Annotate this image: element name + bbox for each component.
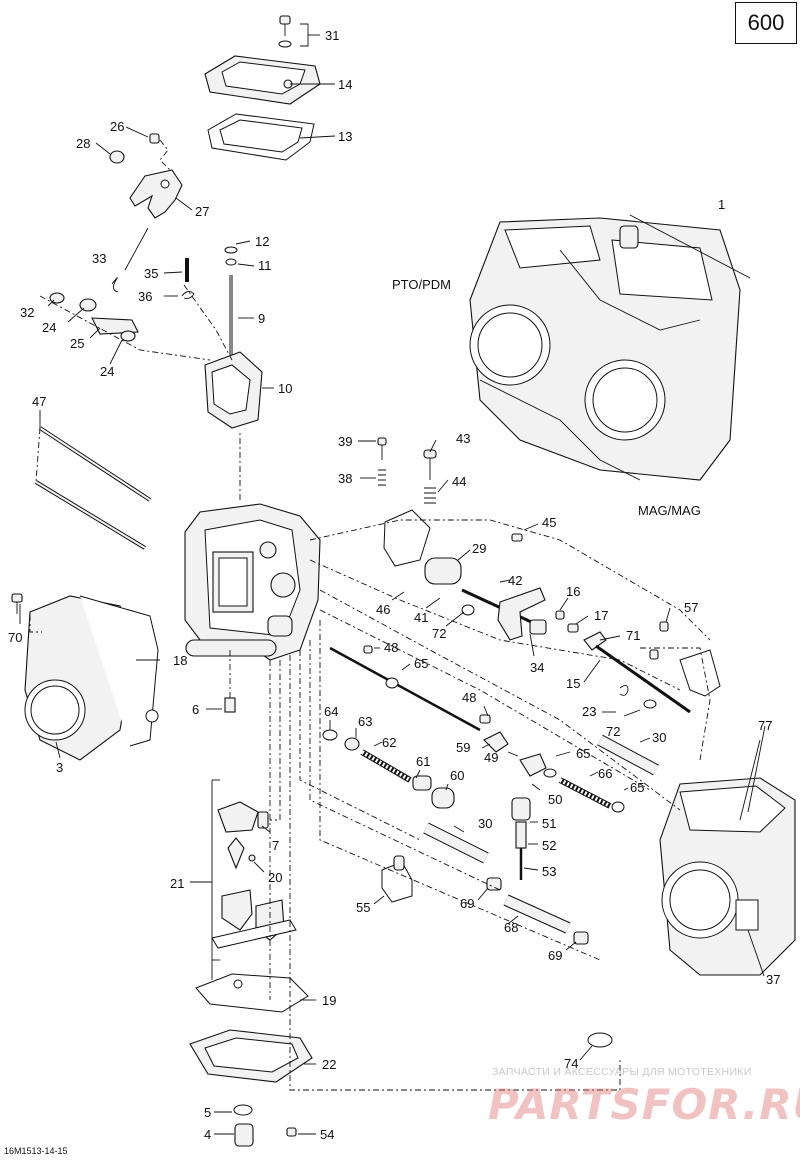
callout-51: 51: [542, 816, 556, 831]
callout-45: 45: [542, 515, 556, 530]
callout-18: 18: [173, 653, 187, 668]
callout-3: 3: [56, 760, 63, 775]
callout-44: 44: [452, 474, 466, 489]
assembled-carburetors: [469, 217, 741, 481]
callout-77: 77: [758, 718, 772, 733]
callout-64: 64: [324, 704, 338, 719]
center-lower-parts: [322, 645, 659, 1048]
callout-39: 39: [338, 434, 352, 449]
callout-48a: 48: [384, 640, 398, 655]
right-linkage: [555, 610, 721, 714]
callout-69b: 69: [548, 948, 562, 963]
callout-28: 28: [76, 136, 90, 151]
callout-49: 49: [484, 750, 498, 765]
footer-code: 16M1513-14-15: [4, 1146, 68, 1156]
callout-12: 12: [255, 234, 269, 249]
callout-20: 20: [268, 870, 282, 885]
callout-22: 22: [322, 1057, 336, 1072]
callout-35: 35: [144, 266, 158, 281]
callout-27: 27: [195, 204, 209, 219]
callout-70: 70: [8, 630, 22, 645]
assembly-lines: [29, 23, 761, 1091]
page-number-box: 600: [735, 2, 797, 44]
callout-53: 53: [542, 864, 556, 879]
callout-42: 42: [508, 573, 522, 588]
top-cover-group: [204, 15, 321, 161]
callout-24b: 24: [100, 364, 114, 379]
callout-5: 5: [204, 1105, 211, 1120]
callout-13: 13: [338, 129, 352, 144]
air-inlet-cover: [11, 593, 159, 761]
callout-25: 25: [70, 336, 84, 351]
callout-16: 16: [566, 584, 580, 599]
callout-1: 1: [718, 197, 725, 212]
right-carburetor: [659, 777, 796, 976]
callout-41: 41: [414, 610, 428, 625]
callout-66: 66: [598, 766, 612, 781]
callout-10: 10: [278, 381, 292, 396]
callout-46: 46: [376, 602, 390, 617]
callout-54: 54: [320, 1127, 334, 1142]
callout-24a: 24: [42, 320, 56, 335]
leader-lines: [19, 83, 766, 1135]
callout-21: 21: [170, 876, 184, 891]
callout-7: 7: [272, 838, 279, 853]
callout-59: 59: [456, 740, 470, 755]
callout-4: 4: [204, 1127, 211, 1142]
callout-34: 34: [530, 660, 544, 675]
callout-19: 19: [322, 993, 336, 1008]
callout-15: 15: [566, 676, 580, 691]
callout-68: 68: [504, 920, 518, 935]
callout-38: 38: [338, 471, 352, 486]
callout-55: 55: [356, 900, 370, 915]
callout-11: 11: [258, 258, 272, 273]
callout-63: 63: [358, 714, 372, 729]
callout-29: 29: [472, 541, 486, 556]
callout-52: 52: [542, 838, 556, 853]
callout-61: 61: [416, 754, 430, 769]
callout-36: 36: [138, 289, 152, 304]
throttle-linkage-top: [109, 133, 183, 293]
callout-9: 9: [258, 311, 265, 326]
callout-62: 62: [382, 735, 396, 750]
watermark-text: ЗАПЧАСТИ И АКСЕССУАРЫ ДЛЯ МОТОТЕХНИКИ: [492, 1066, 752, 1078]
slide-assembly: [181, 246, 263, 429]
carburetor-body: [184, 503, 321, 661]
callout-60: 60: [450, 768, 464, 783]
callout-23: 23: [582, 704, 596, 719]
callout-72b: 72: [606, 724, 620, 739]
callout-65b: 65: [576, 746, 590, 761]
callout-30a: 30: [652, 730, 666, 745]
callout-17: 17: [594, 608, 608, 623]
label-mag: MAG/MAG: [638, 503, 701, 518]
callout-32: 32: [20, 305, 34, 320]
throttle-shaft-group: [377, 437, 547, 641]
callout-33: 33: [92, 251, 106, 266]
callout-6: 6: [192, 702, 199, 717]
float-bowl-group: [189, 697, 313, 1147]
callout-71: 71: [626, 628, 640, 643]
callout-74: 74: [564, 1056, 578, 1071]
callout-37: 37: [766, 972, 780, 987]
callout-50: 50: [548, 792, 562, 807]
callout-14: 14: [338, 77, 352, 92]
long-screws: [34, 426, 152, 550]
callout-72a: 72: [432, 626, 446, 641]
callout-65c: 65: [630, 780, 644, 795]
callout-numbers: 31 14 13 26 28 27 1 12 11 33 35 36 9 32 …: [8, 28, 780, 1142]
callout-31: 31: [325, 28, 339, 43]
callout-69a: 69: [460, 896, 474, 911]
callout-26: 26: [110, 119, 124, 134]
callout-65a: 65: [414, 656, 428, 671]
callout-48b: 48: [462, 690, 476, 705]
callout-57: 57: [684, 600, 698, 615]
callout-43: 43: [456, 431, 470, 446]
watermark-logo: PARTSFOR.RU: [488, 1080, 800, 1129]
callout-47: 47: [32, 394, 46, 409]
label-pto: PTO/PDM: [392, 277, 451, 292]
callout-30b: 30: [478, 816, 492, 831]
